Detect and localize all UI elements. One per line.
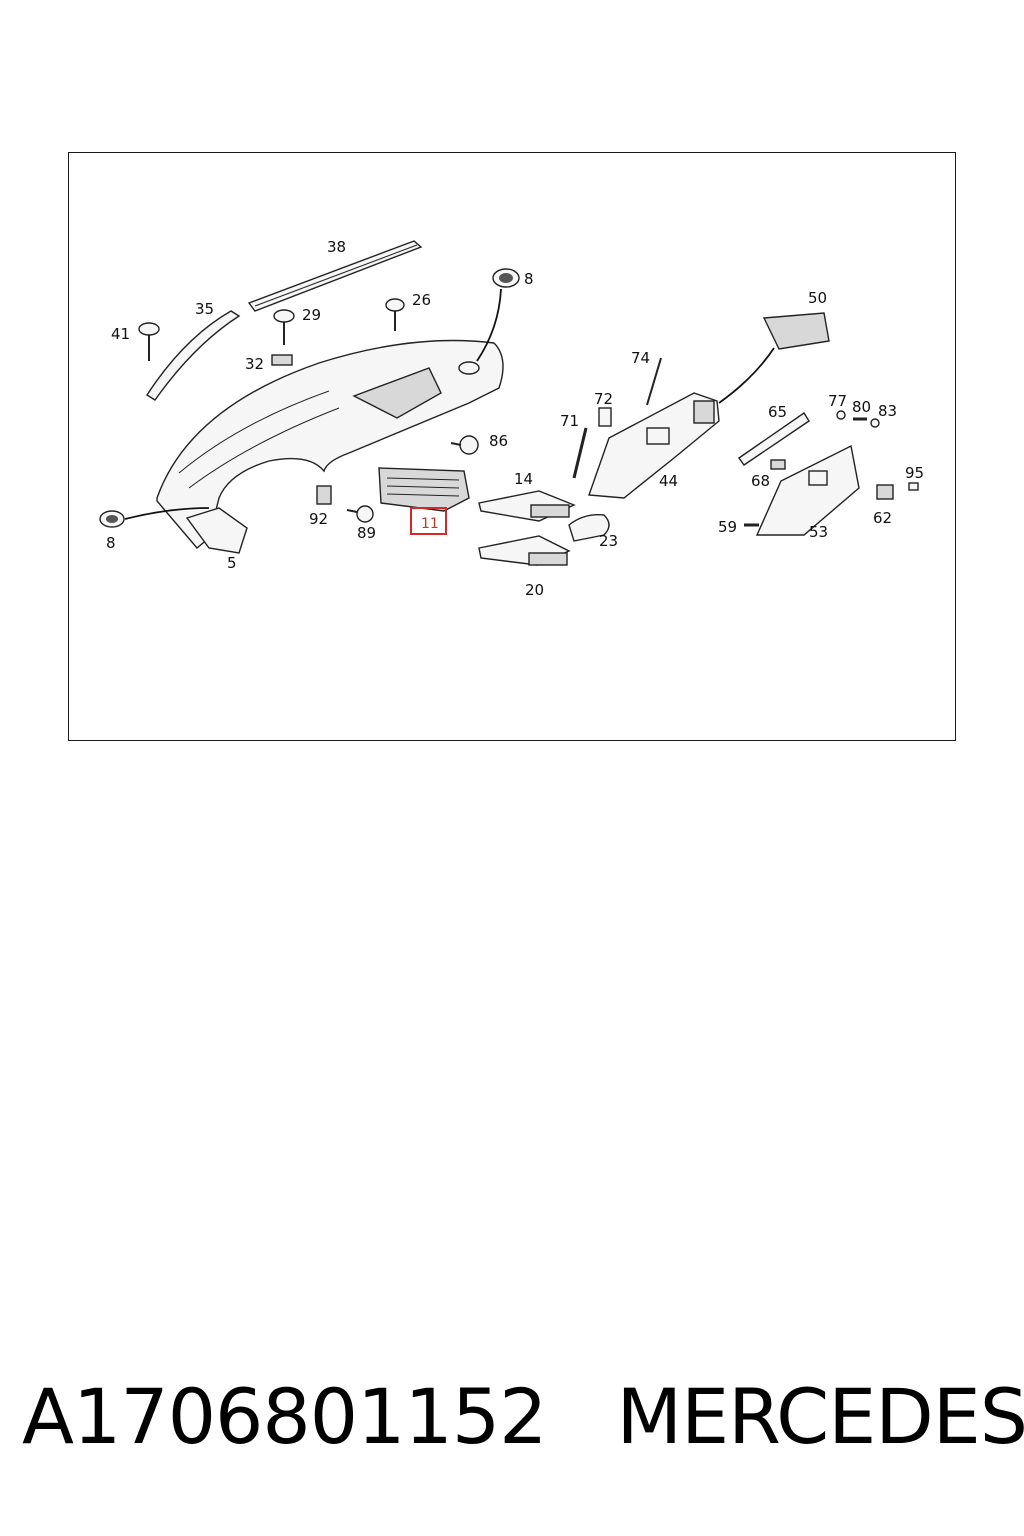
callout-72: 72	[594, 390, 613, 408]
callout-74: 74	[631, 349, 650, 367]
callout-89: 89	[357, 524, 376, 542]
part-74-rod[interactable]	[646, 357, 662, 406]
callout-23: 23	[599, 532, 618, 550]
callout-50: 50	[808, 289, 827, 307]
callout-77: 77	[828, 392, 847, 410]
callout-44: 44	[659, 472, 678, 490]
part-5-dashboard[interactable]	[156, 339, 504, 554]
part-41-screw[interactable]	[138, 322, 160, 361]
leader-8-top	[476, 288, 502, 362]
callout-41: 41	[111, 325, 130, 343]
part-72-bracket[interactable]	[598, 407, 612, 427]
callout-8-left: 8	[106, 534, 116, 552]
part-35-side-trim[interactable]	[146, 310, 241, 401]
part-11-vent[interactable]	[378, 467, 470, 512]
callout-35: 35	[195, 300, 214, 318]
callout-62: 62	[873, 509, 892, 527]
callout-26: 26	[412, 291, 431, 309]
callout-65: 65	[768, 403, 787, 421]
highlight-box-11	[410, 507, 447, 535]
part-77-screw[interactable]	[836, 410, 846, 420]
part-89-screw[interactable]	[346, 505, 374, 523]
part-20-tray[interactable]	[478, 535, 571, 566]
part-14-tray[interactable]	[478, 490, 576, 522]
part-50-vent[interactable]	[762, 312, 830, 350]
callout-8-top: 8	[524, 270, 534, 288]
part-26-screw[interactable]	[385, 298, 405, 331]
part-number-footer: A1706801152 MERCEDES	[22, 1372, 1024, 1472]
part-92-clip[interactable]	[316, 485, 332, 505]
callout-20: 20	[525, 581, 544, 599]
part-44-glovebox-housing[interactable]	[588, 392, 720, 499]
part-83-nut[interactable]	[870, 418, 880, 428]
part-95-clip[interactable]	[908, 482, 919, 491]
exploded-parts-diagram: 38 8 35 29 26 41 32 50 74 72 71 65 77 80…	[99, 238, 924, 599]
callout-53: 53	[809, 523, 828, 541]
part-86-screw[interactable]	[450, 435, 479, 455]
callout-5: 5	[227, 554, 237, 572]
callout-86: 86	[489, 432, 508, 450]
brand-name: MERCEDES	[616, 1372, 1024, 1461]
part-23-cover[interactable]	[568, 514, 610, 542]
part-65-strip[interactable]	[738, 412, 810, 466]
leader-8-left	[124, 507, 210, 520]
part-32-clip[interactable]	[271, 354, 293, 366]
callout-14: 14	[514, 470, 533, 488]
callout-80: 80	[852, 398, 871, 416]
part-38-trim-strip[interactable]	[247, 240, 423, 312]
leader-50	[718, 347, 775, 404]
callout-68: 68	[751, 472, 770, 490]
part-62-lock[interactable]	[876, 484, 894, 500]
callout-95: 95	[905, 464, 924, 482]
part-71-strut[interactable]	[572, 427, 588, 479]
part-53-glovebox-lid[interactable]	[755, 444, 860, 536]
part-8-bezel-left[interactable]	[99, 510, 125, 528]
part-68-latch[interactable]	[770, 459, 786, 470]
callout-29: 29	[302, 306, 321, 324]
part-number: A1706801152	[22, 1372, 548, 1461]
callout-11: 11	[421, 516, 439, 532]
callout-32: 32	[245, 355, 264, 373]
part-29-screw[interactable]	[273, 309, 295, 345]
callout-59: 59	[718, 518, 737, 536]
callout-92: 92	[309, 510, 328, 528]
part-8-bezel-top[interactable]	[492, 268, 520, 288]
diagram-frame: 38 8 35 29 26 41 32 50 74 72 71 65 77 80…	[68, 152, 956, 741]
callout-83: 83	[878, 402, 897, 420]
callout-38: 38	[327, 238, 346, 256]
callout-71: 71	[560, 412, 579, 430]
